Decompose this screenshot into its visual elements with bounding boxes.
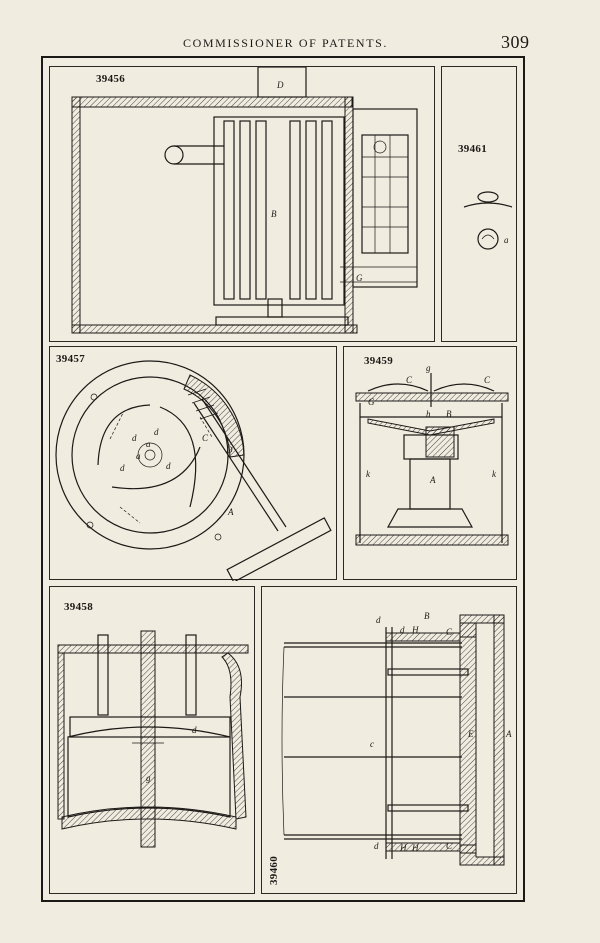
letter-B: B — [424, 611, 430, 621]
letter-A: A — [429, 475, 436, 485]
letter-B: B — [446, 409, 452, 419]
figure-39456: 39456 — [49, 66, 435, 342]
running-head: COMMISSIONER OF PATENTS. — [183, 36, 388, 50]
drawing-39459: C g C G h B A k k — [355, 363, 509, 546]
letter-c: c — [370, 739, 374, 749]
letter-A: A — [505, 729, 512, 739]
letter-k: k — [366, 469, 371, 479]
letter-d: d — [374, 841, 379, 851]
letter-C: C — [446, 627, 453, 637]
letter-A: A — [227, 507, 234, 517]
letter-H: H — [411, 843, 419, 853]
letter-C: C — [406, 375, 413, 385]
letter-d: d — [132, 433, 137, 443]
drawing-39457: d a a d d d C D A — [55, 360, 332, 581]
letter-h: h — [426, 409, 431, 419]
letter-G: G — [356, 273, 363, 283]
letter-a: a — [136, 451, 141, 461]
page-header: COMMISSIONER OF PATENTS. 309 — [0, 30, 600, 54]
figure-number: 39457 — [56, 353, 85, 365]
letter-H: H — [399, 843, 407, 853]
drawing-39460: d B d H C E A c d H H C — [281, 611, 512, 866]
letter-d: d — [376, 615, 381, 625]
letter-C: C — [484, 375, 491, 385]
letter-H: H — [411, 625, 419, 635]
letter-C: C — [446, 841, 453, 851]
letter-E: E — [467, 729, 474, 739]
figure-39461: 39461 a — [441, 66, 517, 342]
letter-B: B — [271, 209, 277, 219]
figure-number: 39459 — [364, 355, 393, 367]
letter-d: d — [166, 461, 171, 471]
letter-a: a — [504, 235, 509, 245]
patent-drawing-plate: 39456 — [41, 56, 525, 902]
figure-number: 39461 — [458, 143, 487, 155]
figure-number: 39456 — [96, 73, 125, 85]
letter-C: C — [202, 433, 209, 443]
letter-k: k — [492, 469, 497, 479]
figure-39458: 39458 d g — [49, 586, 255, 894]
letter-d: d — [154, 427, 159, 437]
letter-D: D — [225, 445, 233, 455]
letter-a: a — [146, 439, 151, 449]
letter-g: g — [146, 773, 151, 783]
figure-39457: 39457 d a a d — [49, 346, 337, 581]
drawing-39458: d g — [57, 630, 249, 848]
page-number: 309 — [501, 32, 530, 52]
figure-number: 39458 — [64, 601, 93, 613]
letter-d: d — [192, 725, 197, 735]
letter-G: G — [368, 397, 375, 407]
letter-d: d — [400, 625, 405, 635]
letter-D: D — [276, 80, 284, 90]
letter-g: g — [426, 363, 431, 373]
figure-39459: 39459 C g C G h B A k k — [343, 346, 517, 580]
figure-39460: 39460 d B d H C E A c — [261, 586, 517, 894]
drawing-39461: a — [463, 191, 513, 250]
drawing-39456: D B G — [71, 67, 418, 334]
letter-d: d — [120, 463, 125, 473]
